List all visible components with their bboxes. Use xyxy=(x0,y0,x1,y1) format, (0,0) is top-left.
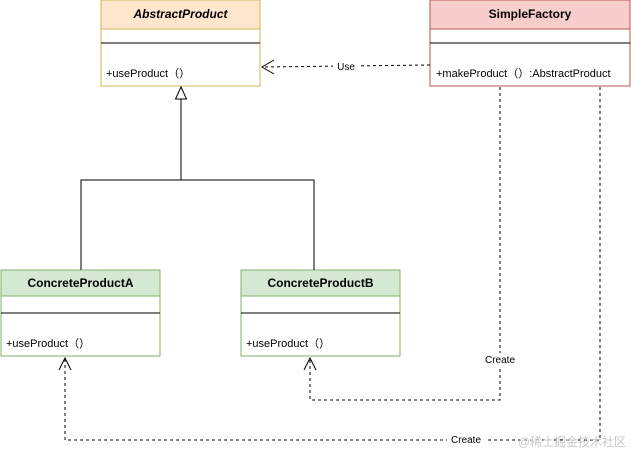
watermark-text: @稀土掘金技术社区 xyxy=(518,434,626,449)
inheritance-hollow-arrow-icon xyxy=(174,85,188,100)
inheritance-line-b xyxy=(181,179,315,270)
abstract-product-body xyxy=(100,28,261,87)
abstract-product-header xyxy=(100,0,261,30)
abstract-product-name: AbstractProduct xyxy=(132,7,228,21)
create-dependency-b xyxy=(303,87,501,401)
class-simple-factory[interactable]: SimpleFactory +makeProduct（）:AbstractPro… xyxy=(429,0,631,87)
simple-factory-body xyxy=(429,28,631,87)
simple-factory-method: +makeProduct（）:AbstractProduct xyxy=(436,67,611,80)
create-dependency-a xyxy=(58,87,601,441)
use-label: Use xyxy=(337,62,355,73)
create-b-label: Create xyxy=(485,355,515,366)
concrete-product-a-method: +useProduct（） xyxy=(6,337,90,350)
inheritance-line-a xyxy=(80,179,181,270)
create-line-a xyxy=(64,87,601,441)
concrete-product-b-method: +useProduct（） xyxy=(246,337,330,350)
create-line-b xyxy=(309,87,501,401)
concrete-product-a-name: ConcreteProductA xyxy=(27,276,133,290)
create-b-open-arrow-icon xyxy=(303,356,317,371)
concrete-product-b-name: ConcreteProductB xyxy=(267,276,373,290)
concrete-product-b-header xyxy=(240,269,401,297)
class-concrete-product-a[interactable]: ConcreteProductA +useProduct（） xyxy=(0,269,161,357)
simple-factory-name: SimpleFactory xyxy=(489,7,572,21)
use-open-arrow-icon xyxy=(261,59,275,75)
concrete-product-a-body xyxy=(0,295,161,357)
simple-factory-header xyxy=(429,0,631,30)
class-concrete-product-b[interactable]: ConcreteProductB +useProduct（） xyxy=(240,269,401,357)
inheritance-connector xyxy=(80,85,315,270)
create-a-label: Create xyxy=(451,435,481,446)
class-abstract-product[interactable]: AbstractProduct +useProduct（） xyxy=(100,0,261,87)
create-a-open-arrow-icon xyxy=(58,356,72,371)
abstract-product-method: +useProduct（） xyxy=(106,67,190,80)
concrete-product-b-body xyxy=(240,295,401,357)
